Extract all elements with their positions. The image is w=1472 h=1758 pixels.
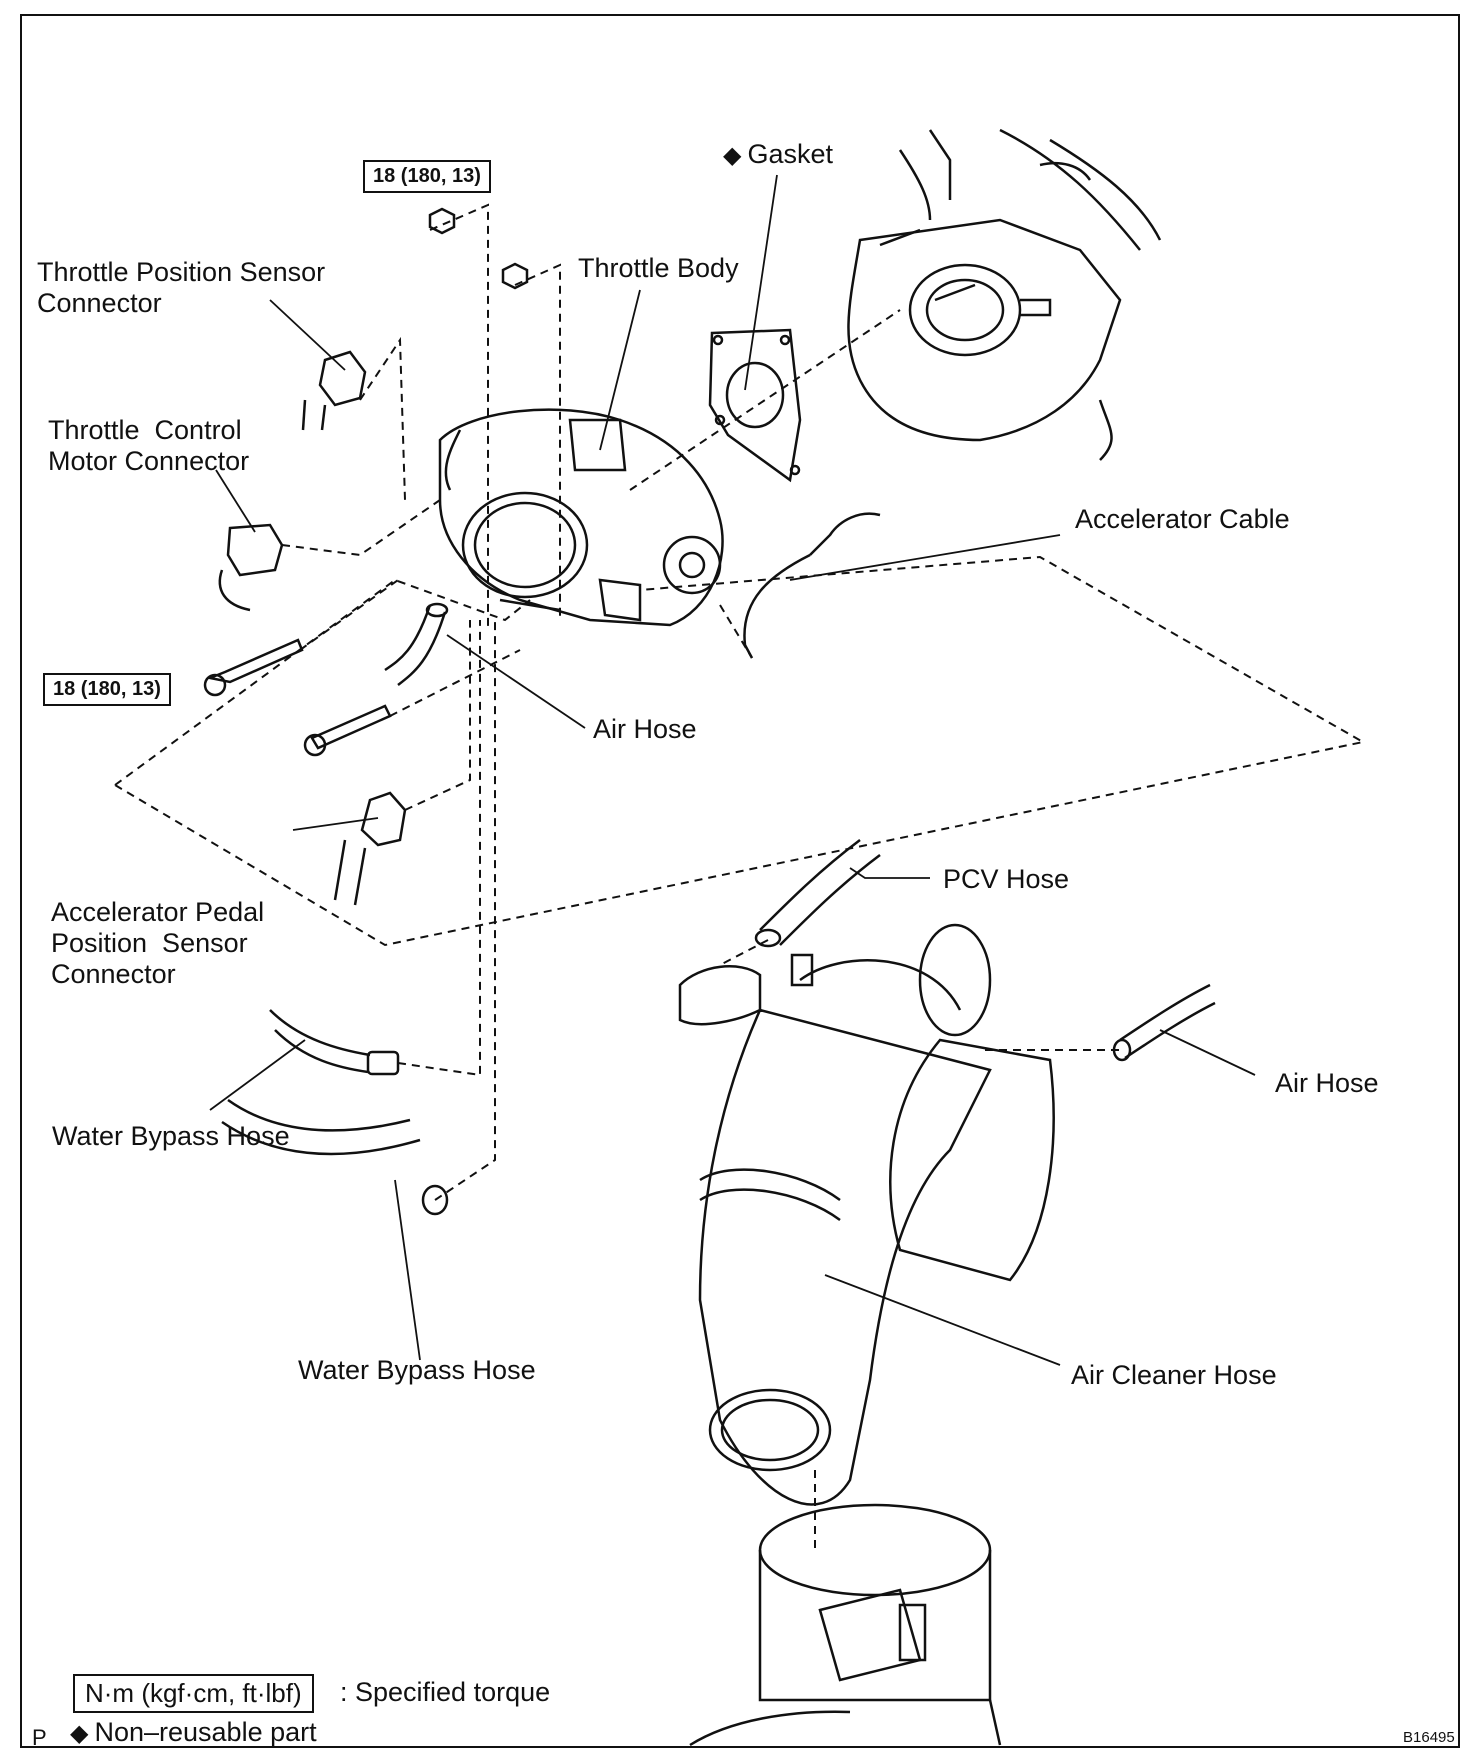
tps-connector-part	[301, 350, 367, 431]
leader-lines	[209, 174, 1256, 1366]
throttle-body-part	[438, 408, 724, 627]
torque-box-left: 18 (180, 13)	[43, 673, 171, 706]
accelerator-cable-part	[743, 512, 881, 659]
water-bypass-hose-label-2: Water Bypass Hose	[298, 1355, 536, 1385]
throttle-body-label: Throttle Body	[578, 253, 739, 283]
gasket-part	[708, 328, 802, 483]
legend-diamond-icon: ◆	[70, 1720, 89, 1747]
air-cleaner-hose-part	[678, 923, 1055, 1506]
legend-corner-mark: P	[32, 1725, 47, 1750]
figure-id: B16495	[1403, 1729, 1455, 1746]
tps-connector-label: Throttle Position Sensor Connector	[37, 257, 326, 318]
air-hose-label-2: Air Hose	[1275, 1068, 1379, 1098]
air-hose-label-1: Air Hose	[593, 714, 697, 744]
pcv-hose-part	[754, 839, 881, 948]
water-bypass-hoses	[221, 1009, 449, 1216]
diagram-frame	[20, 14, 1460, 1748]
tcm-connector-label: Throttle Control Motor Connector	[48, 415, 250, 476]
accelerator-cable-label: Accelerator Cable	[1075, 504, 1290, 534]
alignment-lines	[114, 203, 1366, 1550]
tcm-connector-part	[218, 523, 284, 612]
app-connector-label: Accelerator Pedal Position Sensor Connec…	[51, 897, 265, 989]
air-hose-part	[384, 602, 449, 686]
intake-manifold	[847, 128, 1162, 461]
air-cleaner-hose-label: Air Cleaner Hose	[1071, 1360, 1277, 1390]
torque-box-top: 18 (180, 13)	[363, 160, 491, 193]
legend-torque-desc: : Specified torque	[340, 1677, 551, 1707]
legend-nonreusable: ◆Non–reusable part	[70, 1717, 317, 1747]
nonreusable-diamond-icon: ◆	[723, 142, 742, 169]
pcv-hose-label: PCV Hose	[943, 864, 1070, 894]
legend-torque-unit: N·m (kgf·cm, ft·lbf)	[73, 1674, 314, 1713]
app-connector-part	[333, 791, 407, 906]
water-bypass-hose-label-1: Water Bypass Hose	[52, 1121, 290, 1151]
air-flow-meter-part	[689, 1503, 1002, 1747]
gasket-label: ◆Gasket	[723, 139, 834, 169]
